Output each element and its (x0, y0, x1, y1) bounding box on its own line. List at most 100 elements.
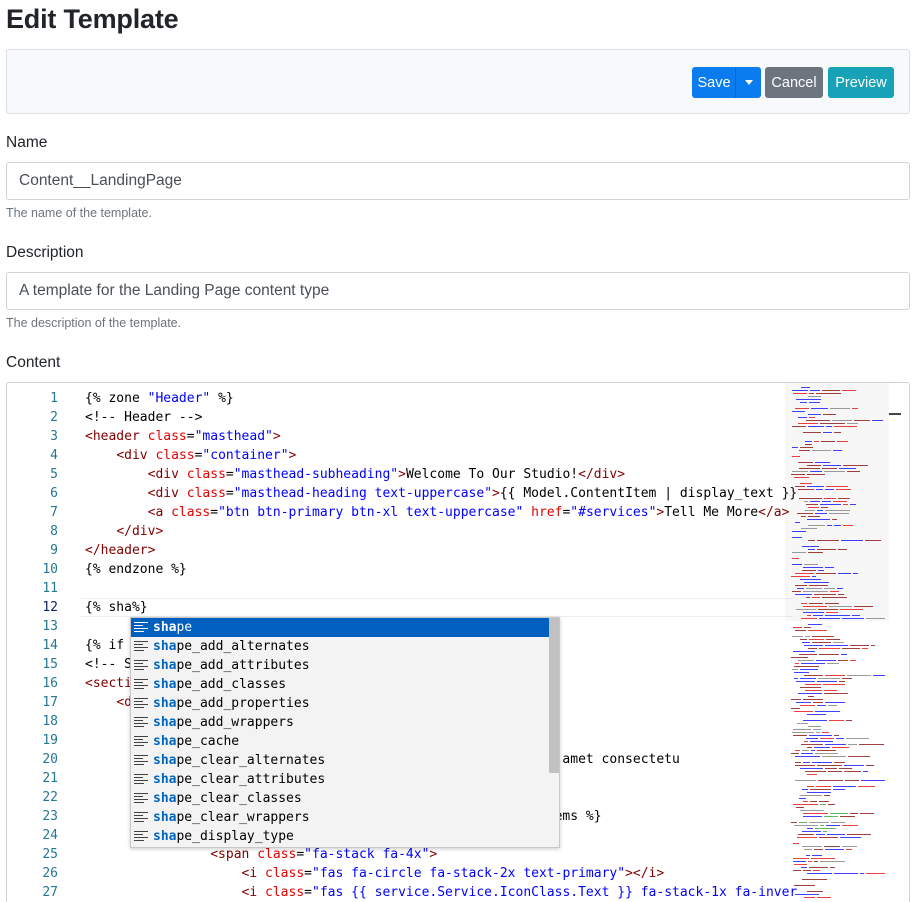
minimap[interactable] (785, 383, 889, 902)
minimap-stroke (842, 618, 864, 619)
minimap-stroke (803, 567, 823, 568)
minimap-stroke (808, 648, 817, 649)
suggestion-item[interactable]: shape_add_properties (131, 694, 559, 713)
minimap-stroke (799, 450, 810, 451)
minimap-stroke (813, 615, 823, 616)
code-line[interactable]: 27 <i class="fas {{ service.Service.Icon… (7, 883, 797, 902)
code-token: "masthead-subheading" (233, 467, 399, 482)
code-line[interactable]: 12{% sha%} (7, 598, 787, 617)
line-number: 19 (42, 733, 58, 748)
code-line[interactable]: 2<!-- Header --> (7, 408, 787, 427)
overview-ruler-marker (889, 413, 901, 415)
code-line[interactable]: 11 (7, 579, 787, 598)
code-line[interactable]: 9</header> (7, 541, 787, 560)
minimap-stroke (844, 771, 861, 772)
line-number: 16 (42, 676, 58, 691)
code-line[interactable]: 3<header class="masthead"> (7, 427, 787, 446)
minimap-viewport[interactable] (785, 383, 889, 621)
code-line[interactable]: 7 <a class="btn btn-primary btn-xl text-… (7, 503, 790, 522)
minimap-stroke (804, 645, 823, 646)
minimap-stroke (860, 813, 874, 814)
save-dropdown-toggle[interactable] (736, 67, 761, 98)
minimap-stroke (796, 399, 821, 400)
text-snippet-icon (134, 679, 148, 690)
cancel-button[interactable]: Cancel (765, 67, 823, 98)
minimap-stroke (793, 861, 806, 862)
minimap-stroke (795, 756, 820, 757)
code-token: = (194, 448, 203, 463)
save-button[interactable]: Save (692, 67, 736, 98)
line-code: </div> (85, 522, 163, 541)
description-input[interactable]: A template for the Landing Page content … (6, 272, 910, 310)
minimap-stroke (847, 471, 860, 472)
minimap-stroke (805, 510, 815, 511)
suggestion-item[interactable]: shape_clear_alternates (131, 751, 559, 770)
minimap-stroke (798, 462, 813, 463)
minimap-stroke (842, 648, 860, 649)
suggestion-item[interactable]: shape (131, 618, 559, 637)
minimap-stroke (833, 789, 845, 790)
suggestion-scrollbar[interactable] (549, 618, 559, 773)
minimap-stroke (793, 735, 807, 736)
minimap-stroke (792, 564, 802, 565)
minimap-stroke (810, 801, 817, 802)
code-line[interactable]: 24 (7, 826, 787, 845)
code-token: class (186, 467, 226, 482)
suggestion-item[interactable]: shape_add_attributes (131, 656, 559, 675)
line-code: <a class="btn btn-primary btn-xl text-up… (85, 503, 790, 522)
minimap-stroke (803, 801, 808, 802)
minimap-stroke (801, 387, 810, 388)
minimap-stroke (806, 420, 830, 421)
suggestion-item[interactable]: shape_cache (131, 732, 559, 751)
minimap-stroke (833, 501, 847, 502)
name-input[interactable]: Content__LandingPage (6, 162, 910, 200)
code-line[interactable]: 6 <div class="masthead-heading text-uppe… (7, 484, 797, 503)
code-line[interactable]: 13 (7, 617, 787, 636)
minimap-stroke (815, 753, 838, 754)
code-token: class (147, 429, 187, 444)
code-line[interactable]: 10{% endzone %} (7, 560, 787, 579)
code-line[interactable]: 18 (7, 712, 787, 731)
text-snippet-icon (134, 717, 148, 728)
minimap-stroke (793, 858, 809, 859)
suggestion-item[interactable]: shape_display_type (131, 827, 559, 846)
code-line[interactable]: 22 (7, 788, 787, 807)
suggestion-item[interactable]: shape_add_wrappers (131, 713, 559, 732)
minimap-stroke (808, 507, 819, 508)
minimap-stroke (803, 720, 827, 721)
suggestion-item[interactable]: shape_add_alternates (131, 637, 559, 656)
minimap-stroke (863, 771, 868, 772)
code-token: "btn btn-primary btn-xl text-uppercase" (218, 505, 524, 520)
code-line[interactable]: 21 (7, 769, 787, 788)
code-editor[interactable]: 1{% zone "Header" %}2<!-- Header -->3<he… (6, 382, 910, 902)
code-line[interactable]: 17 <d (7, 693, 787, 712)
code-line[interactable]: 1{% zone "Header" %} (7, 389, 787, 408)
suggestion-label: shape_clear_attributes (153, 772, 326, 787)
minimap-stroke (792, 558, 799, 559)
minimap-stroke (807, 873, 832, 874)
suggestion-item[interactable]: shape_clear_attributes (131, 770, 559, 789)
suggestion-item[interactable]: shape_add_classes (131, 675, 559, 694)
minimap-stroke (791, 657, 808, 658)
minimap-stroke (800, 639, 807, 640)
minimap-stroke (807, 714, 826, 715)
preview-button[interactable]: Preview (828, 67, 894, 98)
code-line[interactable]: 8 </div> (7, 522, 787, 541)
code-line[interactable]: 25 <span class="fa-stack fa-4x"> (7, 845, 787, 864)
minimap-stroke (840, 837, 861, 838)
suggestion-item[interactable]: shape_clear_classes (131, 789, 559, 808)
minimap-stroke (796, 807, 804, 808)
code-line[interactable]: 5 <div class="masthead-subheading">Welco… (7, 465, 787, 484)
minimap-stroke (795, 750, 800, 751)
code-line[interactable]: 16<secti (7, 674, 787, 693)
suggestion-item[interactable]: shape_clear_wrappers (131, 808, 559, 827)
minimap-stroke (801, 744, 823, 745)
code-line[interactable]: 4 <div class="container"> (7, 446, 787, 465)
code-line[interactable]: 26 <i class="fas fa-circle fa-stack-2x t… (7, 864, 787, 883)
minimap-stroke (795, 663, 799, 664)
minimap-stroke (806, 855, 810, 856)
minimap-stroke (810, 741, 833, 742)
line-code: <div class="masthead-heading text-upperc… (85, 484, 798, 503)
code-line[interactable]: 15<!-- S (7, 655, 787, 674)
